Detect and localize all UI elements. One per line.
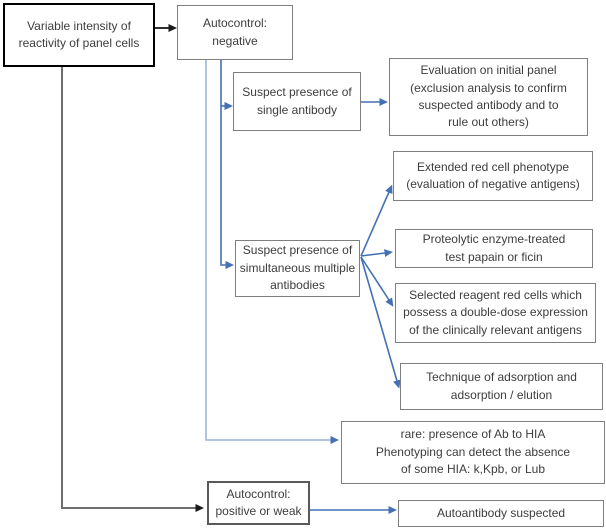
node-suspect-single-antibody-label: Suspect presence of single antibody — [242, 85, 352, 117]
node-suspect-multiple-antibodies-label: Suspect presence of simultaneous multipl… — [239, 243, 356, 293]
node-autocontrol-negative: Autocontrol: negative — [177, 5, 293, 60]
node-autoantibody-suspected-label: Autoantibody suspected — [436, 505, 566, 520]
line-negative-to-rare-hia — [205, 60, 339, 444]
node-proteolytic-enzyme: Proteolytic enzyme-treated test papain o… — [395, 229, 593, 268]
node-evaluation-initial-panel: Evaluation on initial panel (exclusion a… — [389, 58, 588, 136]
node-suspect-single-antibody: Suspect presence of single antibody — [233, 72, 361, 131]
line-variable-to-autocontrol-positive — [61, 67, 204, 512]
node-autocontrol-positive-label: Autocontrol: positive or weak — [215, 486, 302, 518]
node-autoantibody-suspected: Autoantibody suspected — [398, 500, 604, 527]
node-rare-hia: rare: presence of Ab to HIA Phenotyping … — [341, 421, 605, 484]
arrow-multiple-to-technique-adsorption — [360, 256, 401, 389]
line-negative-to-suspect-multiple — [220, 60, 234, 269]
node-rare-hia-label: rare: presence of Ab to HIA Phenotyping … — [375, 427, 571, 477]
arrow-multiple-to-proteolytic — [360, 249, 393, 258]
node-selected-reagent-cells: Selected reagent red cells which possess… — [395, 283, 596, 343]
node-evaluation-initial-panel-label: Evaluation on initial panel (exclusion a… — [410, 63, 567, 130]
arrow-multiple-to-selected-reagent — [360, 256, 394, 307]
node-variable-intensity: Variable intensity of reactivity of pane… — [3, 3, 155, 67]
node-selected-reagent-cells-label: Selected reagent red cells which possess… — [403, 287, 588, 337]
node-proteolytic-enzyme-label: Proteolytic enzyme-treated test papain o… — [422, 232, 566, 264]
arrow-multiple-to-extended-phenotype — [360, 184, 393, 257]
node-suspect-multiple-antibodies: Suspect presence of simultaneous multipl… — [235, 240, 360, 297]
node-technique-adsorption-label: Technique of adsorption and adsorption /… — [426, 370, 577, 402]
node-autocontrol-positive: Autocontrol: positive or weak — [207, 481, 310, 525]
node-autocontrol-negative-label: Autocontrol: negative — [202, 16, 268, 48]
node-technique-adsorption: Technique of adsorption and adsorption /… — [400, 363, 603, 410]
node-variable-intensity-label: Variable intensity of reactivity of pane… — [18, 18, 140, 50]
node-extended-phenotype: Extended red cell phenotype (evaluation … — [393, 151, 593, 201]
node-extended-phenotype-label: Extended red cell phenotype (evaluation … — [406, 159, 580, 191]
